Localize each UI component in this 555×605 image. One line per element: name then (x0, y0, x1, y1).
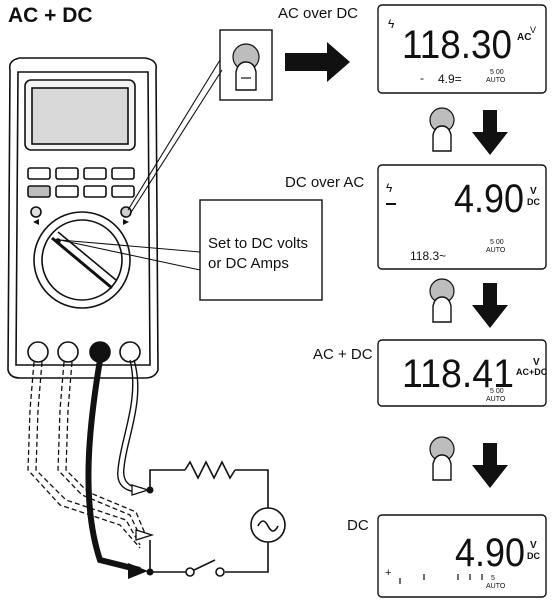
callout-box (199, 199, 323, 301)
hazard-symbol-1: ϟ (388, 17, 395, 31)
range-2: 5 00 (490, 239, 504, 246)
unit-sup-1: V (530, 25, 536, 35)
display-label-ac-plus-dc: AC + DC (313, 346, 373, 363)
button-press-icon (429, 278, 455, 323)
sub-prefix-1: - (420, 71, 424, 85)
bar-graph-ticks (399, 574, 483, 584)
auto-4: AUTO (486, 583, 506, 590)
sub-reading-1: 4.9= (438, 72, 462, 86)
main-reading-2: 4.90 (454, 177, 524, 221)
range-4: 5 (491, 575, 495, 582)
switch-icon (150, 559, 216, 573)
button-press-icon (429, 436, 455, 481)
display-label-dc: DC (347, 517, 369, 534)
page-title: AC + DC (8, 4, 93, 27)
display-ac-plus-dc: 118.41 V AC+DC 5 00 AUTO (377, 339, 548, 407)
range-1: 5 00 (490, 69, 504, 76)
main-reading-4: 4.90 (455, 531, 525, 575)
arrow-down-icon (472, 283, 508, 328)
unit-1: AC (517, 32, 531, 43)
arrow-right-icon (285, 42, 350, 82)
callout-line-1: Set to DC volts (208, 235, 308, 252)
test-leads (27, 359, 147, 573)
hazard-symbol-2: ϟ (386, 181, 393, 195)
main-reading-1: 118.30 (402, 23, 512, 67)
unit-3: V (533, 357, 540, 368)
unit-sub-3: AC+DC (516, 367, 548, 377)
circuit (149, 460, 286, 577)
sub-reading-2: 118.3~ (410, 249, 446, 263)
auto-1: AUTO (486, 77, 506, 84)
display-label-ac-over-dc: AC over DC (278, 5, 358, 22)
button-press-icon (429, 107, 455, 152)
display-dc-over-ac: ϟ 4.90 V DC 118.3~ 5 00 AUTO (377, 164, 547, 270)
display-label-dc-over-ac: DC over AC (285, 174, 364, 191)
arrow-down-icon (472, 110, 508, 155)
callout-line-2: or DC Amps (208, 255, 289, 272)
main-reading-3: 118.41 (402, 352, 514, 396)
auto-3: AUTO (486, 396, 506, 403)
arrow-down-icon (472, 443, 508, 488)
button-press-icon (232, 43, 260, 91)
auto-2: AUTO (486, 247, 506, 254)
button-press-box (219, 29, 273, 101)
range-3: 5 00 (490, 388, 504, 395)
resistor-icon (184, 460, 236, 480)
multimeter-icon (7, 57, 159, 379)
sub-prefix-4: + (385, 567, 391, 579)
unit-sub-4: DC (527, 551, 540, 561)
unit-sub-2: DC (527, 197, 540, 207)
display-dc: 4.90 V DC + 5 AUTO (377, 514, 547, 598)
display-ac-over-dc: ϟ 118.30 AC V - 4.9= 5 00 AUTO (377, 4, 547, 94)
unit-2: V (530, 186, 537, 197)
unit-4: V (530, 540, 537, 551)
